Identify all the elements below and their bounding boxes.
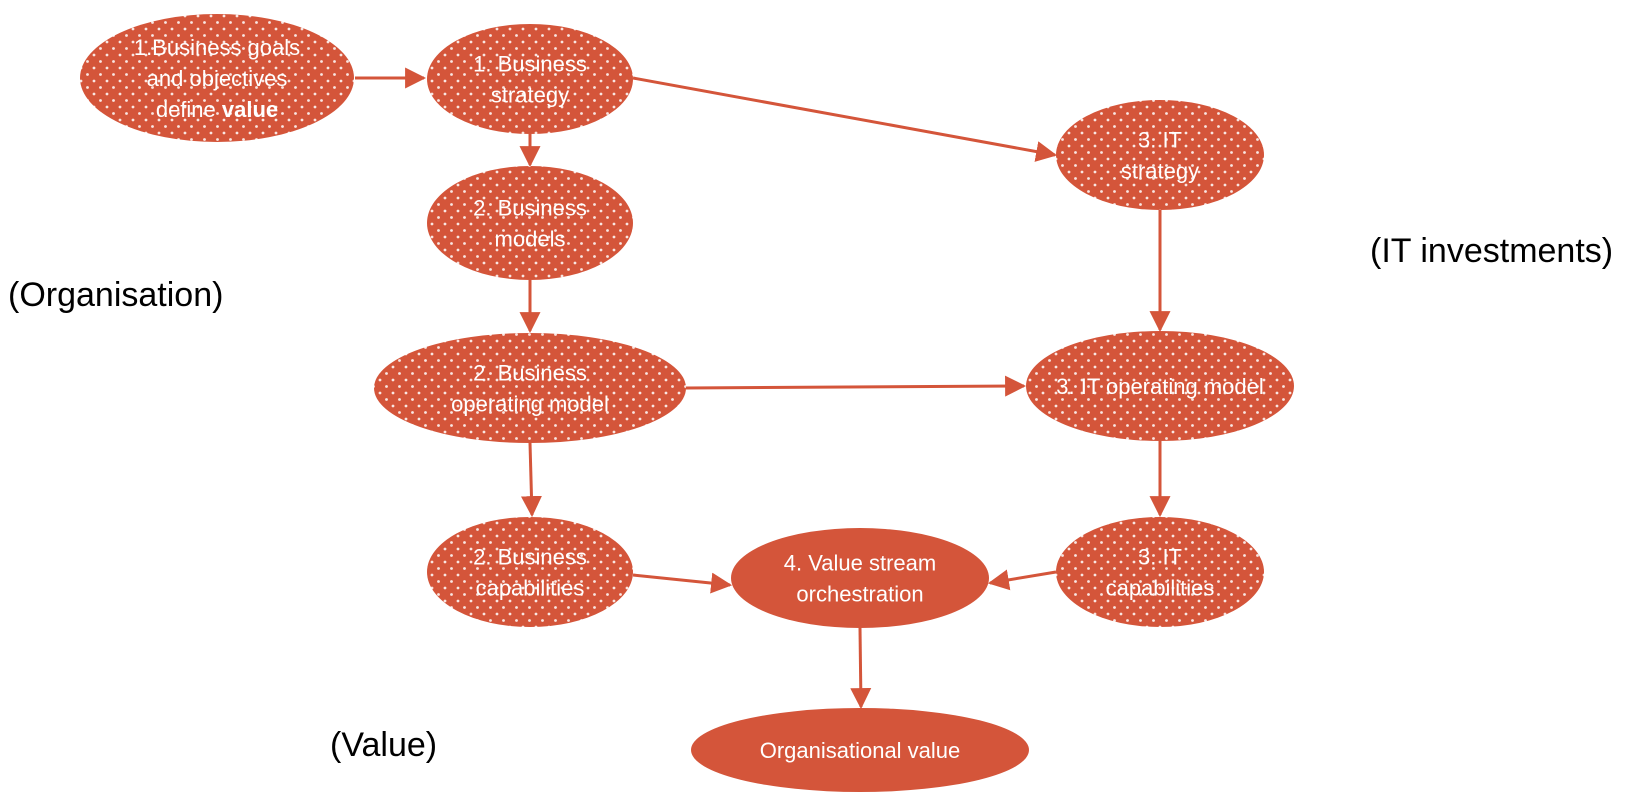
node-goals-shape — [80, 14, 354, 142]
node-bmodels-line: 2. Business — [473, 196, 587, 221]
edge-vso-to-orgvalue — [850, 627, 872, 710]
node-bcap-shape — [427, 517, 633, 627]
node-bcap-line: capabilities — [476, 576, 585, 601]
organisation-label: (Organisation) — [8, 276, 223, 314]
node-vso-line: 4. Value stream — [784, 551, 936, 576]
edge-bopmodel-to-itopmodel — [685, 375, 1027, 397]
node-bopmodel-line: 2. Business — [473, 361, 587, 386]
node-goals-line: 1.Business goals — [134, 35, 300, 60]
edge-itcap-to-vso — [987, 569, 1057, 591]
node-bstrategy: 1. Business strategy — [427, 24, 633, 134]
node-itopmodel-shape — [1026, 331, 1294, 441]
node-itopmodel: 3. IT operating model — [1026, 331, 1294, 441]
node-goals: 1.Business goals and objectives define val… — [80, 14, 354, 142]
node-bstrategy-shape — [427, 24, 633, 134]
node-itstrategy-line: strategy — [1121, 159, 1199, 184]
node-orgvalue: Organisational value — [691, 708, 1029, 792]
edge-bopmodel-to-bcap — [520, 442, 542, 518]
edges-layer — [355, 67, 1171, 710]
node-bopmodel-shape — [374, 333, 686, 443]
node-itopmodel-line: 3. IT operating model — [1056, 374, 1264, 399]
it-investments-label: (IT investments) — [1370, 232, 1613, 270]
node-bstrategy-line: strategy — [491, 83, 569, 108]
node-orgvalue-shape — [691, 708, 1029, 792]
nodes-layer: 1.Business goals and objectives define val… — [80, 14, 1294, 792]
node-vso-line: orchestration — [796, 582, 923, 607]
node-bmodels-line: models — [495, 227, 566, 252]
edge-bstrategy-to-itstrategy — [632, 76, 1058, 162]
node-vso: 4. Value stream orchestration — [731, 528, 989, 628]
node-goals-line: and objectives — [147, 66, 288, 91]
node-itstrategy-line: 3. IT — [1138, 128, 1182, 153]
node-bcap-line: 2. Business — [473, 545, 587, 570]
node-itstrategy-shape — [1056, 100, 1264, 210]
value-label: (Value) — [330, 726, 437, 764]
node-itstrategy: 3. IT strategy — [1056, 100, 1264, 210]
node-itcap: 3. IT capabilities — [1056, 517, 1264, 627]
node-itcap-line: capabilities — [1106, 576, 1215, 601]
node-vso-shape — [731, 528, 989, 628]
node-orgvalue-line: Organisational value — [760, 738, 961, 763]
node-bcap: 2. Business capabilities — [427, 517, 633, 627]
node-bmodels-shape — [427, 166, 633, 280]
node-itcap-line: 3. IT — [1138, 545, 1182, 570]
node-itcap-shape — [1056, 517, 1264, 627]
node-goals-line: define value — [156, 97, 278, 122]
node-bopmodel: 2. Business operating model — [374, 333, 686, 443]
node-bstrategy-line: 1. Business — [473, 52, 587, 77]
node-bmodels: 2. Business models — [427, 166, 633, 280]
node-bopmodel-line: operating model — [451, 392, 609, 417]
edge-bcap-to-vso — [632, 572, 733, 594]
